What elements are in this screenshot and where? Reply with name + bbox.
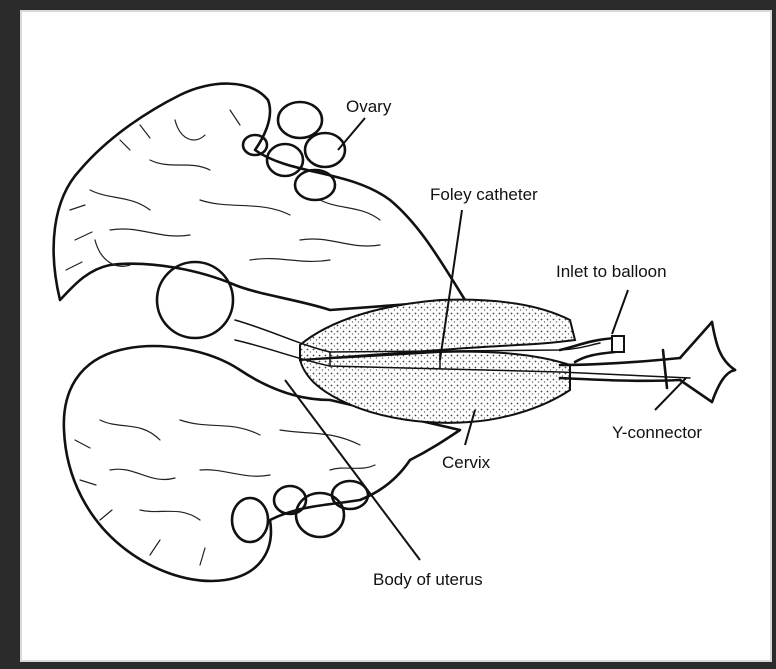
foley-catheter-label: Foley catheter [430,185,538,204]
ovary-leader [338,118,365,150]
y-connector-leader [655,378,686,410]
upper-uterine-horn [54,84,465,310]
ovary-label: Ovary [346,97,392,116]
y-connector [680,322,735,402]
cervix [300,300,575,423]
inlet-to-balloon-label: Inlet to balloon [556,262,667,281]
body-of-uterus-label: Body of uterus [373,570,483,589]
cervix-label: Cervix [442,453,491,472]
y-connector-label: Y-connector [612,423,702,442]
inlet-leader [612,290,628,334]
cyst-circle [157,262,233,338]
lower-ovary [232,481,368,542]
